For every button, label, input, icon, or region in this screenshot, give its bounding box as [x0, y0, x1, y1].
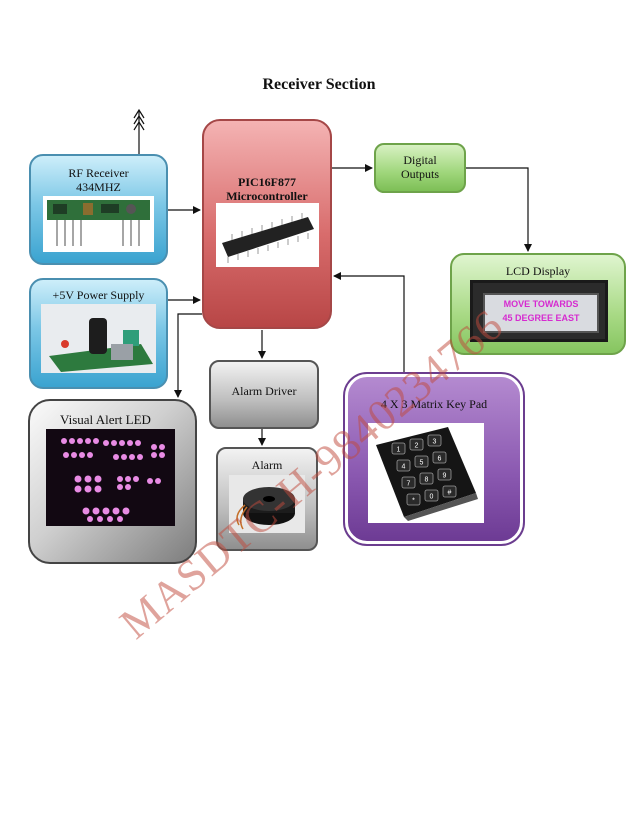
keypad-key	[424, 489, 439, 502]
power-supply-block: +5V Power Supply	[29, 278, 168, 389]
buzzer-image	[229, 475, 305, 533]
rf-receiver-block: RF Receiver 434MHZ	[29, 154, 168, 265]
arrow-digital-to-lcd	[466, 167, 532, 252]
keypad-key	[437, 468, 452, 481]
keypad-key-label: 6	[438, 456, 442, 463]
power-supply-image	[41, 304, 156, 373]
led-array-image	[46, 429, 175, 526]
rf-receiver-label: RF Receiver	[68, 166, 129, 180]
lcd-screen-line2: 45 DEGREE EAST	[502, 313, 580, 323]
lcd-screen: MOVE TOWARDS 45 DEGREE EAST	[483, 293, 599, 333]
keypad-key-label: 9	[443, 473, 447, 480]
keypad-key-label: 7	[407, 481, 411, 488]
rf-module-image	[43, 196, 154, 252]
keypad-key	[427, 434, 442, 447]
alarm-driver-block: Alarm Driver	[209, 360, 319, 429]
lcd-display-block: LCD Display MOVE TOWARDS 45 DEGREE EAST	[450, 253, 626, 355]
keypad-key-label: *	[412, 498, 415, 505]
alarm-label: Alarm	[251, 458, 283, 472]
keypad-key-label: #	[448, 490, 452, 497]
keypad-key-label: 3	[433, 439, 437, 446]
keypad-key	[406, 493, 421, 506]
lcd-screen-line1: MOVE TOWARDS	[503, 299, 579, 309]
microcontroller-block: PIC16F877 Microcontroller	[202, 119, 332, 329]
keypad-image: 1 2 3 4 5 6 7 8 9 * 0 #	[368, 423, 484, 523]
keypad-key-label: 0	[430, 494, 434, 501]
power-supply-label: +5V Power Supply	[52, 288, 145, 302]
visual-alert-led-block: Visual Alert LED	[28, 399, 197, 564]
arrow-keypad-to-mcu	[333, 272, 405, 377]
antenna-icon	[133, 108, 145, 154]
lcd-display-label: LCD Display	[505, 264, 571, 278]
digital-outputs-block: Digital Outputs	[374, 143, 466, 193]
pic-chip-image	[216, 203, 319, 267]
keypad-key	[419, 472, 434, 485]
alarm-block: Alarm	[216, 447, 318, 551]
diagram-title: Receiver Section	[262, 76, 376, 93]
visual-alert-label: Visual Alert LED	[60, 412, 151, 427]
keypad-key	[396, 459, 411, 472]
arrow-mcu-to-visual-alert	[174, 313, 202, 398]
keypad-key-label: 5	[420, 460, 424, 467]
digital-outputs-line2: Outputs	[400, 167, 439, 181]
keypad-key	[414, 455, 429, 468]
keypad-key	[442, 485, 457, 498]
keypad-label: 4 X 3 Matrix Key Pad	[380, 397, 488, 411]
digital-outputs-line1: Digital	[403, 153, 437, 167]
keypad-key-label: 1	[397, 447, 401, 454]
keypad-key-label: 2	[415, 443, 419, 450]
rf-receiver-frequency: 434MHZ	[76, 180, 121, 194]
microcontroller-model: PIC16F877	[238, 175, 296, 189]
keypad-key	[391, 442, 406, 455]
keypad-key-label: 8	[425, 477, 429, 484]
alarm-driver-label: Alarm Driver	[231, 384, 297, 398]
microcontroller-label: Microcontroller	[226, 189, 308, 203]
matrix-keypad-block: 4 X 3 Matrix Key Pad 1 2 3 4 5 6 7 8 9 * 0 #	[343, 372, 525, 546]
keypad-key	[401, 476, 416, 489]
keypad-key	[432, 451, 447, 464]
keypad-key	[409, 438, 424, 451]
keypad-key-label: 4	[402, 464, 406, 471]
lcd-module-image: MOVE TOWARDS 45 DEGREE EAST	[470, 280, 608, 342]
